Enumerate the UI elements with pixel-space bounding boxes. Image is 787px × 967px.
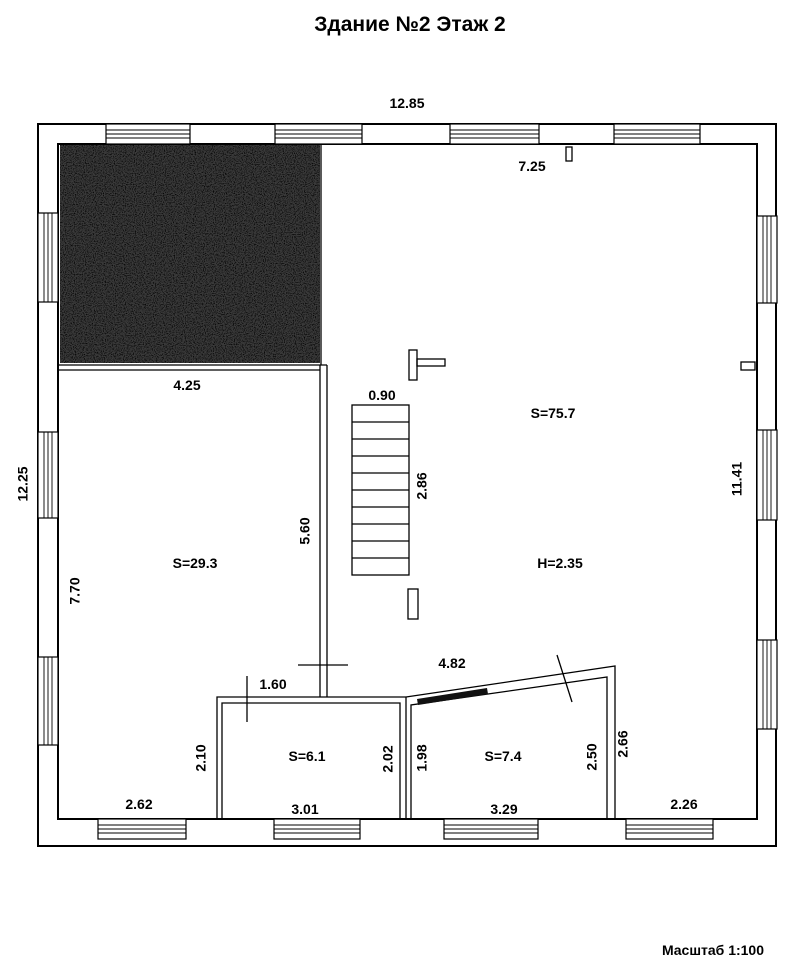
- fixture-right-small: [740, 361, 756, 371]
- room-main-area: S=75.7: [531, 405, 576, 421]
- plan-title: Здание №2 Этаж 2: [314, 13, 506, 36]
- room-small1-area: S=6.1: [289, 748, 326, 764]
- window-horizontal-1: [105, 123, 191, 145]
- window-horizontal-3: [449, 123, 540, 145]
- dim-shaded-width: 4.25: [173, 377, 200, 393]
- room2-outer: [405, 665, 616, 819]
- shaded-room-texture: [60, 145, 320, 363]
- window-horizontal-8: [625, 818, 714, 840]
- room-main-height: H=2.35: [537, 555, 583, 571]
- fixture-rect: [407, 588, 419, 620]
- scale-label: Масштаб 1:100: [662, 942, 764, 958]
- dim-bottom-right: 2.26: [670, 796, 697, 812]
- dim-bottom-room2: 3.29: [490, 801, 517, 817]
- window-horizontal-6: [273, 818, 361, 840]
- dim-room2-right-b: 2.66: [615, 730, 631, 757]
- fixture-arm: [416, 358, 446, 367]
- room-small2-area: S=7.4: [485, 748, 522, 764]
- dim-partition-length: 5.60: [297, 517, 313, 544]
- window-vertical-1: [37, 212, 59, 303]
- dim-right-width-inner: 7.25: [518, 158, 545, 174]
- window-horizontal-7: [443, 818, 539, 840]
- dim-room1-right: 2.02: [380, 745, 396, 772]
- dim-right-height: 11.41: [729, 462, 745, 496]
- dim-stair-length: 2.86: [414, 472, 430, 499]
- fixture-top-small: [565, 146, 573, 162]
- window-vertical-5: [756, 429, 778, 521]
- window-vertical-3: [37, 656, 59, 746]
- room1-inner: [221, 702, 401, 819]
- staircase: [351, 404, 410, 576]
- window-horizontal-2: [274, 123, 363, 145]
- dim-room1-left: 2.10: [193, 744, 209, 771]
- dim-bottom-left: 2.62: [125, 796, 152, 812]
- room-left-area: S=29.3: [173, 555, 218, 571]
- window-horizontal-5: [97, 818, 187, 840]
- dim-left-height: 12.25: [15, 466, 31, 501]
- dim-door-segment: 1.60: [259, 676, 286, 692]
- dim-stair-width: 0.90: [368, 387, 395, 403]
- room2-inner: [410, 676, 608, 819]
- window-horizontal-4: [613, 123, 701, 145]
- dim-diag-wall: 4.82: [438, 655, 465, 671]
- windows-group: [37, 123, 778, 840]
- window-vertical-2: [37, 431, 59, 519]
- dim-top-width: 12.85: [389, 95, 424, 111]
- fixture-column: [408, 349, 418, 381]
- window-vertical-6: [756, 639, 778, 730]
- room1-outer: [216, 696, 327, 819]
- room2-hatched-wall: [417, 688, 488, 705]
- dim-room2-right-a: 2.50: [584, 743, 600, 770]
- dim-bottom-room1: 3.01: [291, 801, 318, 817]
- window-vertical-4: [756, 215, 778, 304]
- dim-left-room-height: 7.70: [67, 577, 83, 604]
- room2-door-mark: [556, 654, 573, 703]
- dim-room2-left: 1.98: [414, 744, 430, 771]
